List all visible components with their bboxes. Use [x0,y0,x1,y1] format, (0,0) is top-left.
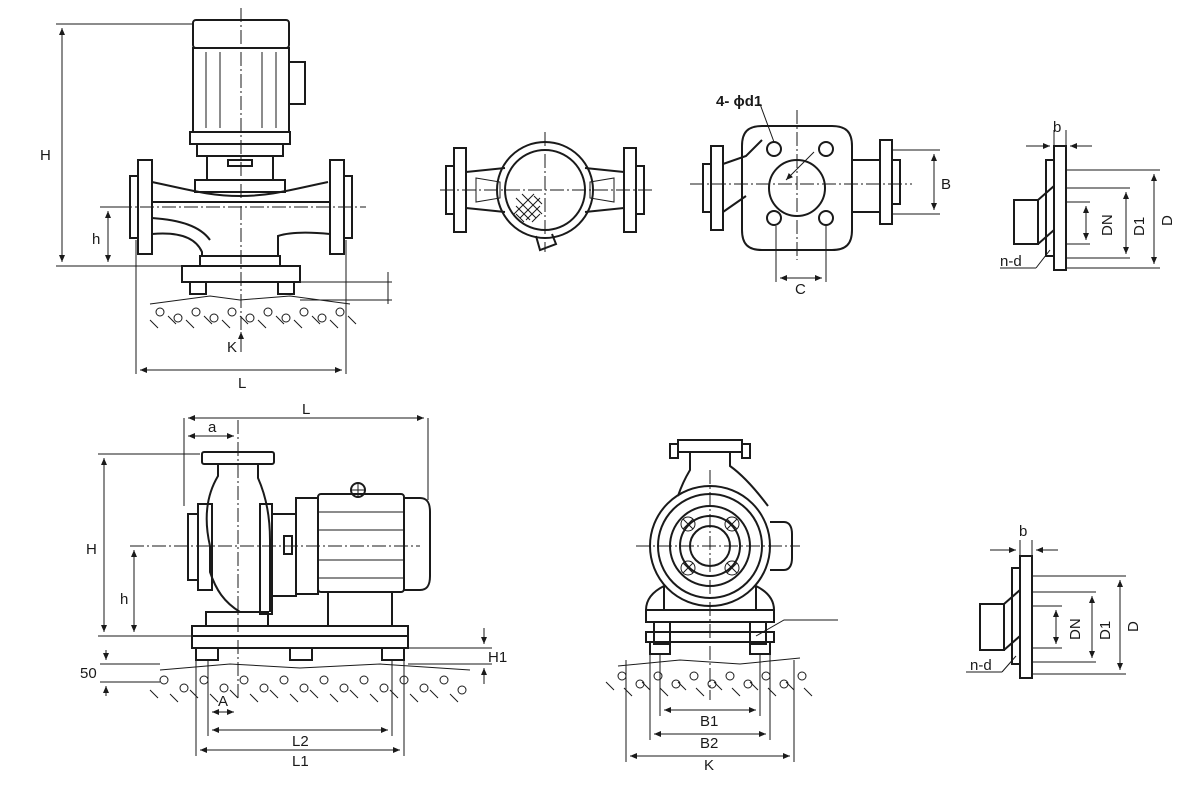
dim-b-bottom: b [1019,523,1027,540]
dim-H1: H1 [488,649,507,666]
dim-H-vertical: H [40,147,51,164]
dim-L-vertical: L [238,375,246,392]
horizontal-pump-end-view: B1 B2 K [605,439,838,774]
label-n-d-top: n-d [1000,253,1022,270]
dim-h-horizontal: h [120,591,128,608]
dim-D-bottom: D [1125,621,1142,632]
dim-K-vertical: K [227,339,237,356]
dim-C: C [795,281,806,298]
dim-L-horizontal: L [302,401,310,418]
label-bolt-holes: 4- ϕd1 [716,93,762,110]
dim-DN-bottom: DN [1067,618,1084,640]
dim-h-vertical: h [92,231,100,248]
dim-50: 50 [80,665,97,682]
dim-D1-bottom: D1 [1097,621,1114,640]
flange-detail-bottom: b DN D1 D n-d [966,523,1142,679]
dim-A: A [218,693,228,710]
dim-K-end: K [704,757,714,774]
dim-b-top: b [1053,119,1061,136]
dim-DN-top: DN [1099,214,1116,236]
dim-a: a [208,419,217,436]
vertical-pump-top-view [440,132,652,252]
flange-detail-top: b DN D1 D n-d [1000,119,1176,271]
dim-B: B [941,176,951,193]
dim-D-top: D [1159,215,1176,226]
dim-B2: B2 [700,735,718,752]
dim-H-horizontal: H [86,541,97,558]
horizontal-pump-elevation: L a H h H1 50 A L2 L1 [80,401,507,770]
dim-L1: L1 [292,753,309,770]
dim-B1: B1 [700,713,718,730]
dim-L2: L2 [292,733,309,750]
dim-D1-top: D1 [1131,217,1148,236]
vertical-pump-elevation: H h K L [40,8,392,392]
label-n-d-bottom: n-d [970,657,992,674]
vertical-pump-flange-view: 4- ϕd1 B C [690,93,951,298]
